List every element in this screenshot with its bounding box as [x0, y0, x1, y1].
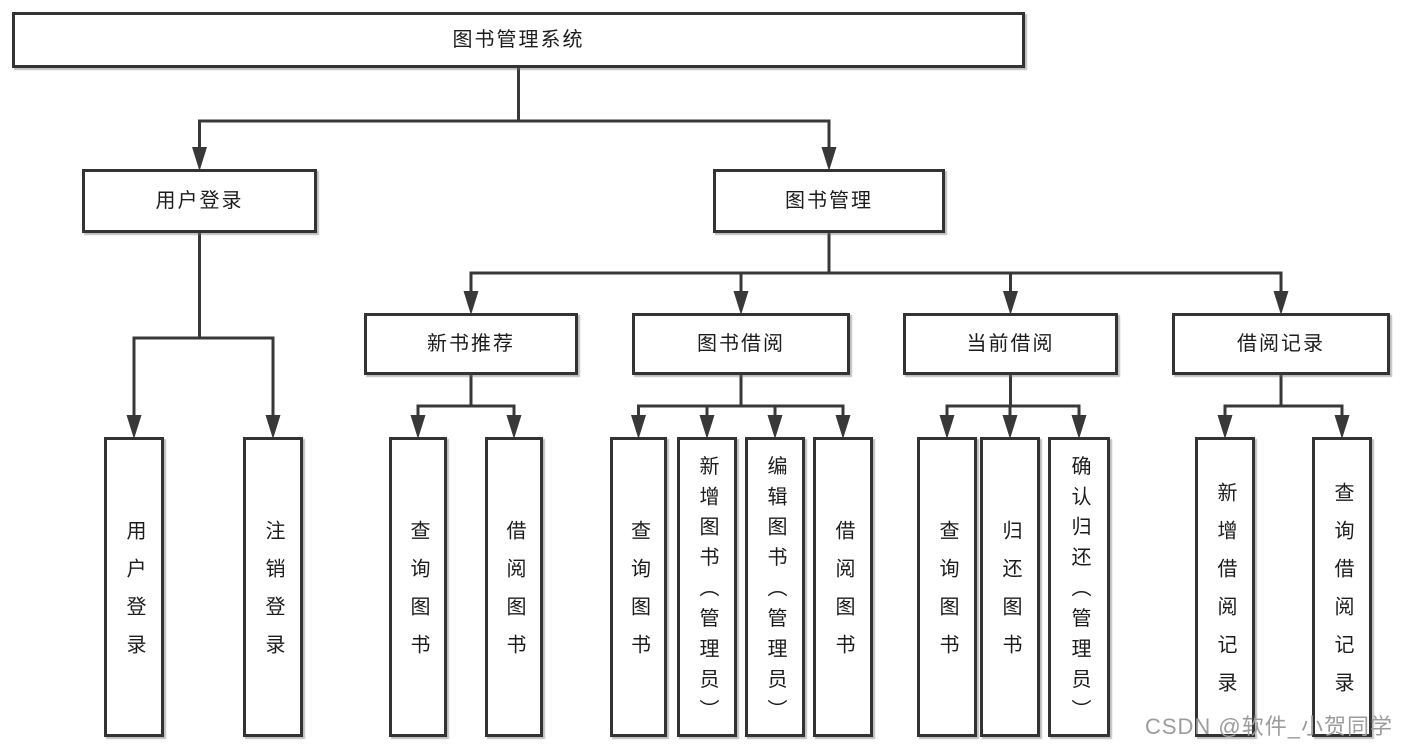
- node-leaf-user-login: 用户登录: [104, 437, 164, 737]
- arrowhead: [126, 415, 142, 439]
- arrowhead: [699, 415, 715, 439]
- node-book-management: 图书管理: [713, 169, 945, 233]
- node-label: 用户登录: [155, 190, 244, 212]
- node-label: 编辑图书（管理员）: [764, 455, 786, 730]
- arrowhead: [463, 291, 479, 315]
- node-leaf-add-record: 新增借阅记录: [1195, 437, 1255, 737]
- node-leaf-query-book-1: 查询图书: [389, 437, 447, 737]
- node-label: 图书管理: [785, 190, 873, 212]
- arrowhead: [1334, 415, 1350, 439]
- node-leaf-edit-book: 编辑图书（管理员）: [745, 437, 805, 737]
- arrowhead: [1002, 415, 1018, 439]
- node-book-borrowing: 图书借阅: [632, 313, 850, 375]
- node-leaf-logout: 注销登录: [243, 437, 303, 737]
- arrowhead: [410, 415, 426, 439]
- arrowhead: [733, 291, 749, 315]
- arrowhead: [192, 147, 207, 171]
- node-borrowing-records: 借阅记录: [1172, 313, 1390, 375]
- node-user-login: 用户登录: [82, 169, 317, 233]
- node-label: 新增借阅记录: [1214, 482, 1236, 710]
- arrowhead: [1071, 415, 1087, 439]
- node-leaf-borrow-book-1: 借阅图书: [485, 437, 543, 737]
- arrowhead: [631, 415, 646, 439]
- node-leaf-add-book: 新增图书（管理员）: [677, 437, 737, 737]
- node-leaf-return-book: 归还图书: [980, 437, 1040, 737]
- arrowhead: [265, 415, 281, 439]
- node-leaf-query-book-2: 查询图书: [610, 437, 667, 737]
- node-label: 查询图书: [407, 520, 429, 672]
- node-label: 图书管理系统: [452, 29, 585, 51]
- node-label: 当前借阅: [966, 333, 1055, 355]
- node-label: 新书推荐: [427, 333, 515, 355]
- arrowhead: [1217, 415, 1233, 439]
- node-current-borrowing: 当前借阅: [903, 313, 1118, 375]
- node-label: 新增图书（管理员）: [696, 455, 718, 730]
- node-leaf-borrow-book-2: 借阅图书: [813, 437, 873, 737]
- arrowhead: [767, 415, 783, 439]
- node-label: 查询借阅记录: [1331, 482, 1353, 710]
- arrowhead: [939, 415, 955, 439]
- node-label: 归还图书: [999, 520, 1021, 672]
- node-leaf-query-book-3: 查询图书: [917, 437, 977, 737]
- node-label: 查询图书: [627, 520, 650, 672]
- node-leaf-confirm-return: 确认归还（管理员）: [1048, 437, 1110, 737]
- arrowhead: [835, 415, 851, 439]
- node-label: 借阅图书: [832, 520, 854, 672]
- node-label: 确认归还（管理员）: [1068, 455, 1090, 730]
- node-label: 用户登录: [123, 520, 145, 672]
- arrowhead: [1273, 291, 1289, 315]
- node-label: 借阅记录: [1237, 333, 1325, 355]
- node-label: 查询图书: [936, 520, 958, 672]
- node-label: 注销登录: [262, 520, 284, 672]
- node-label: 借阅图书: [503, 520, 525, 672]
- arrowhead: [821, 147, 837, 171]
- arrowhead: [1003, 291, 1018, 315]
- node-label: 图书借阅: [697, 333, 785, 355]
- node-new-book-recommend: 新书推荐: [364, 313, 578, 375]
- node-leaf-query-record: 查询借阅记录: [1312, 437, 1372, 737]
- node-root: 图书管理系统: [12, 12, 1025, 68]
- arrowhead: [506, 415, 522, 439]
